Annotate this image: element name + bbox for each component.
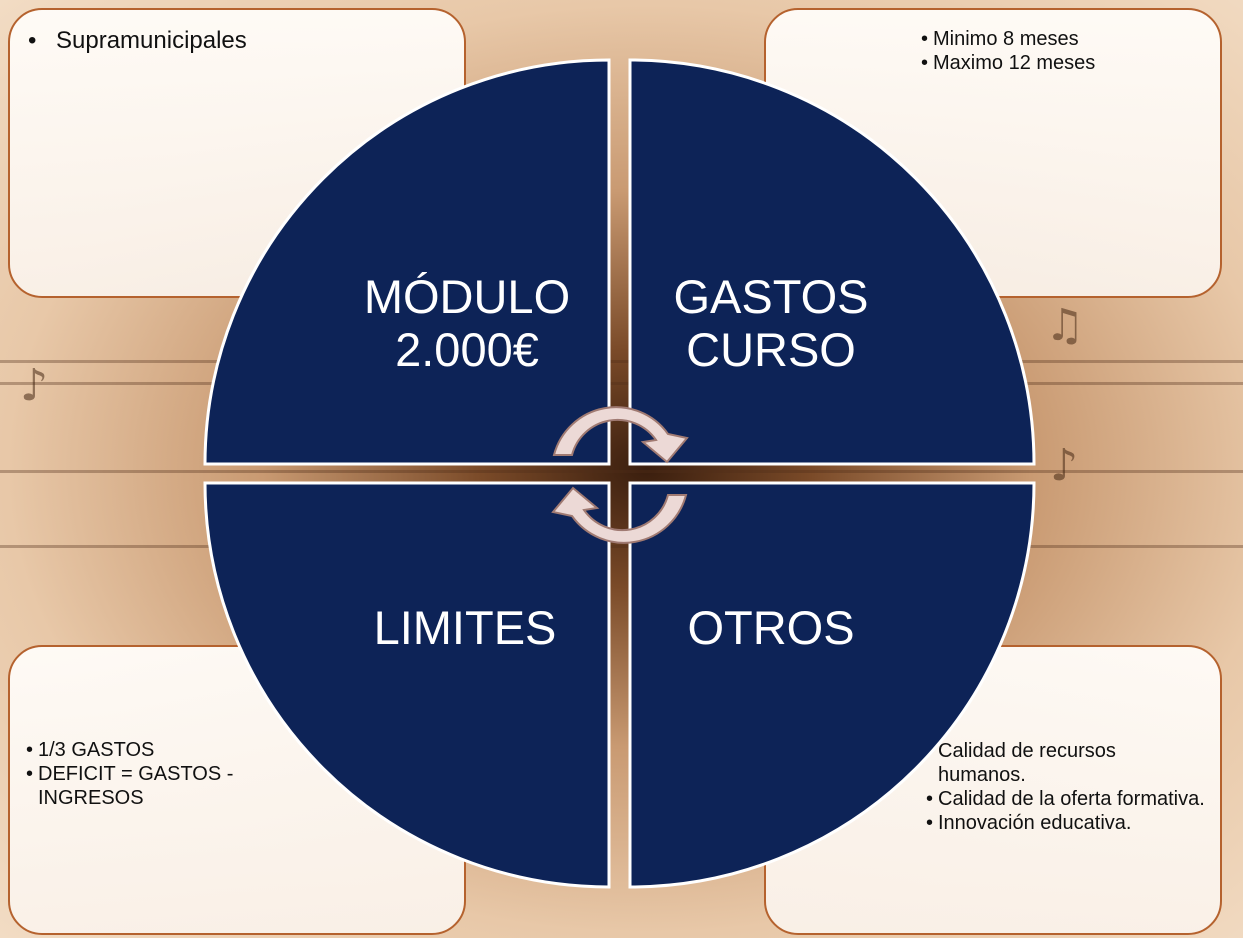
quadrant-top-left-label: MÓDULO [364, 270, 570, 323]
quadrant-bottom-right-label: OTROS [687, 601, 854, 654]
list-item: 1/3 GASTOS [26, 738, 326, 762]
box-top-left-list: Supramunicipales [28, 26, 247, 56]
list-item: Innovación educativa. [926, 811, 1206, 835]
quadrant-top-right [628, 58, 1036, 466]
box-bottom-left-list: 1/3 GASTOS DEFICIT = GASTOS - INGRESOS [26, 738, 326, 810]
staff-line [0, 545, 1243, 548]
list-item: DEFICIT = GASTOS - INGRESOS [26, 762, 326, 810]
staff-line [0, 382, 1243, 385]
quadrant-top-right-label: GASTOS [673, 270, 868, 323]
quadrant-top-right-label-2: CURSO [686, 323, 856, 376]
quadrant-bottom-left [203, 481, 611, 889]
staff-line [0, 470, 1243, 473]
list-item: Minimo 8 meses [921, 27, 1181, 51]
quadrant-bottom-left-label: LIMITES [374, 601, 557, 654]
quadrant-top-left [203, 58, 611, 466]
staff-line [0, 360, 1243, 363]
box-top-right-list: Minimo 8 meses Maximo 12 meses [921, 27, 1181, 75]
music-note-icon: ♫ [1045, 300, 1085, 351]
quadrant-top-left-value: 2.000€ [395, 323, 539, 376]
quadrant-bottom-right [628, 481, 1036, 889]
list-item: Supramunicipales [28, 26, 247, 56]
music-note-icon: ♪ [20, 360, 49, 411]
list-item: Calidad de la oferta formativa. [926, 787, 1206, 811]
list-item: Maximo 12 meses [921, 51, 1181, 75]
cycle-arrows-icon [551, 406, 689, 544]
music-note-icon: ♪ [1050, 440, 1079, 491]
